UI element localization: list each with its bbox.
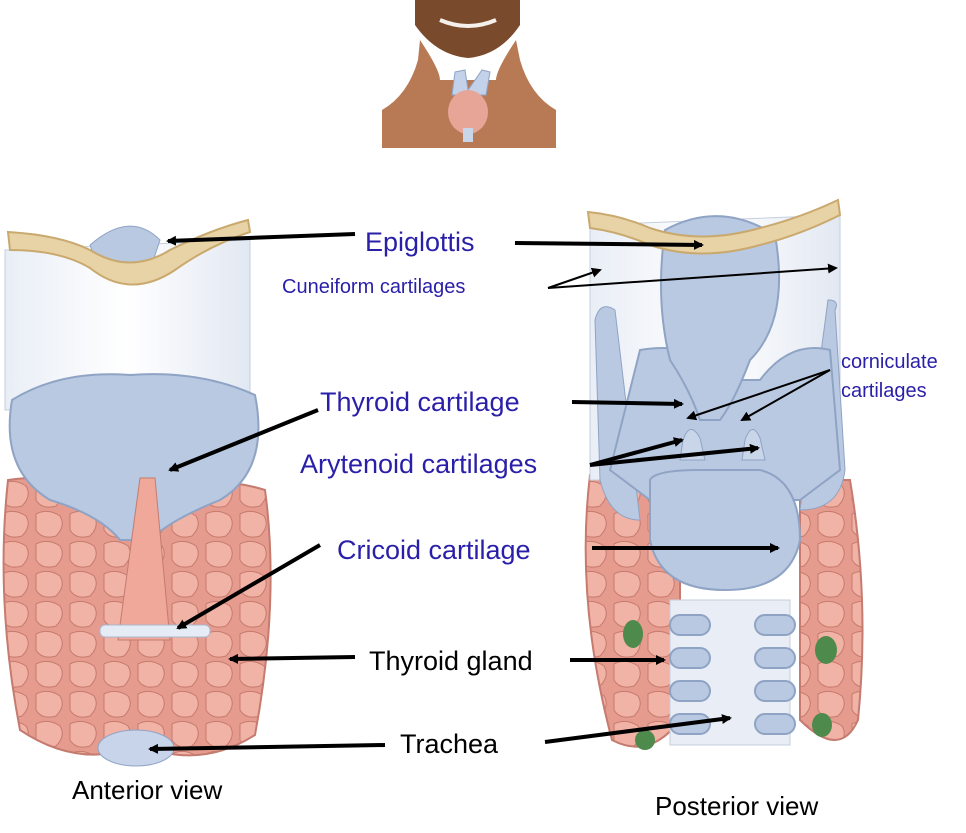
posterior-larynx: [584, 198, 864, 750]
arrow-trachea-anterior: [148, 743, 386, 754]
arrow-cuneiform-right: [547, 263, 838, 289]
arrow-thyroid-cartilage-anterior: [168, 408, 319, 472]
arrow-arytenoid-left: [589, 437, 684, 467]
label-thyroid-cartilage: Thyroid cartilage: [320, 387, 520, 417]
arrow-corniculate-left: [686, 369, 831, 421]
arrow-epiglottis-posterior: [514, 239, 704, 250]
arrow-cuneiform-left: [547, 267, 602, 289]
arrow-epiglottis-anterior: [166, 232, 356, 246]
arrow-thyroid-cartilage-posterior: [571, 398, 684, 409]
label-arytenoid-cartilages: Arytenoid cartilages: [300, 449, 538, 479]
label-thyroid-gland: Thyroid gland: [369, 646, 533, 676]
anterior-larynx: [2, 218, 272, 767]
pointer-arrows: [148, 232, 838, 754]
label-epiglottis: Epiglottis: [365, 227, 475, 257]
neck-illustration: [382, 0, 556, 148]
arrow-cricoid-anterior: [176, 543, 322, 630]
label-anterior-view: Anterior view: [72, 775, 223, 805]
arrow-corniculate-right: [740, 369, 831, 421]
label-corniculate-line1: corniculate: [841, 351, 938, 373]
arrow-arytenoid-right: [589, 443, 760, 467]
label-posterior-view: Posterior view: [655, 791, 819, 821]
label-corniculate-line2: cartilages: [841, 380, 927, 402]
label-cricoid-cartilage: Cricoid cartilage: [337, 535, 531, 565]
arrow-trachea-posterior: [544, 714, 732, 744]
label-cuneiform-cartilages: Cuneiform cartilages: [282, 276, 466, 298]
arrow-thyroid-gland-anterior: [228, 653, 356, 664]
label-trachea: Trachea: [400, 729, 499, 759]
